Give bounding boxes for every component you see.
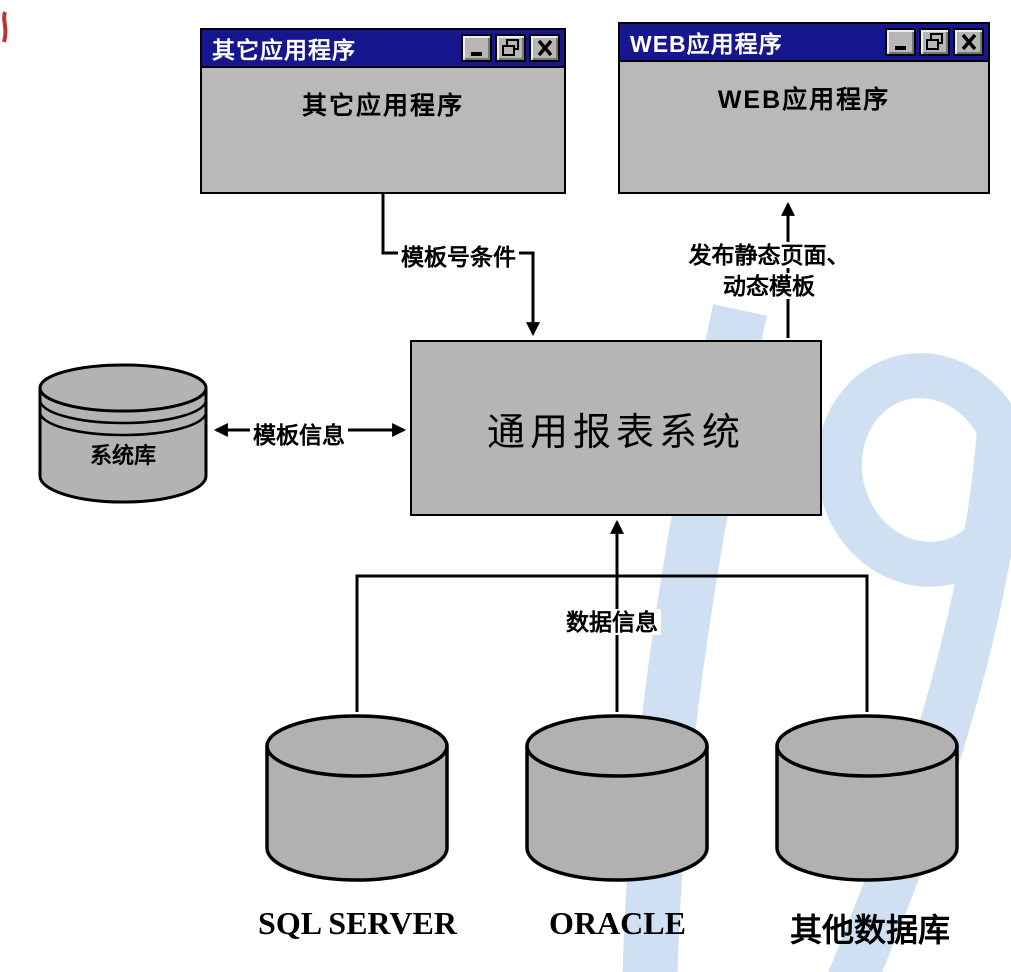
restore-icon [501,39,519,56]
system-db-cylinder: 系统库 [36,358,210,508]
window-body-text: WEB应用程序 [717,86,891,114]
close-button[interactable] [953,28,984,56]
close-icon [537,39,552,57]
edge-db-bracket [355,574,869,712]
titlebar-other-app: 其它应用程序 [202,30,564,68]
window-title: 其它应用程序 [212,37,356,63]
cylinder-shape [525,714,709,882]
db-label-sqlserver: SQL SERVER [258,905,457,941]
edge-label-template-condition: 模板号条件 [398,238,519,272]
db-cylinder-oracle [522,708,712,888]
window-other-app: 其它应用程序 其它应用程序 [200,28,566,194]
report-system-box: 通用报表系统 [410,340,822,516]
red-scan-mark [2,11,8,43]
cylinder-shape [775,714,959,882]
window-body-text: 其它应用程序 [301,92,464,120]
window-controls [885,28,984,56]
cylinder-shape [38,363,208,504]
db-label-other: 其他数据库 [789,912,950,948]
minimize-button[interactable] [885,28,916,56]
db-cylinder-sqlserver [262,708,452,888]
restore-button[interactable] [495,34,526,62]
report-system-label: 通用报表系统 [486,411,745,454]
edge-label-publish: 发布静态页面、 动态模板 [663,240,875,302]
restore-button[interactable] [919,28,950,56]
window-controls [461,34,560,62]
edge-label-template-info: 模板信息 [250,416,348,450]
edge-label-data-info: 数据信息 [563,603,661,637]
window-web-app: WEB应用程序 WEB应用程序 [618,22,990,194]
minimize-icon [470,52,482,56]
system-db-label: 系统库 [89,443,156,468]
cylinder-shape [265,714,449,882]
restore-icon [925,33,943,50]
close-icon [961,33,976,51]
close-button[interactable] [529,34,560,62]
window-title: WEB应用程序 [630,31,783,57]
db-cylinder-other [772,708,962,888]
titlebar-web-app: WEB应用程序 [620,24,988,62]
minimize-icon [894,46,906,50]
minimize-button[interactable] [461,34,492,62]
db-label-oracle: ORACLE [549,905,686,941]
